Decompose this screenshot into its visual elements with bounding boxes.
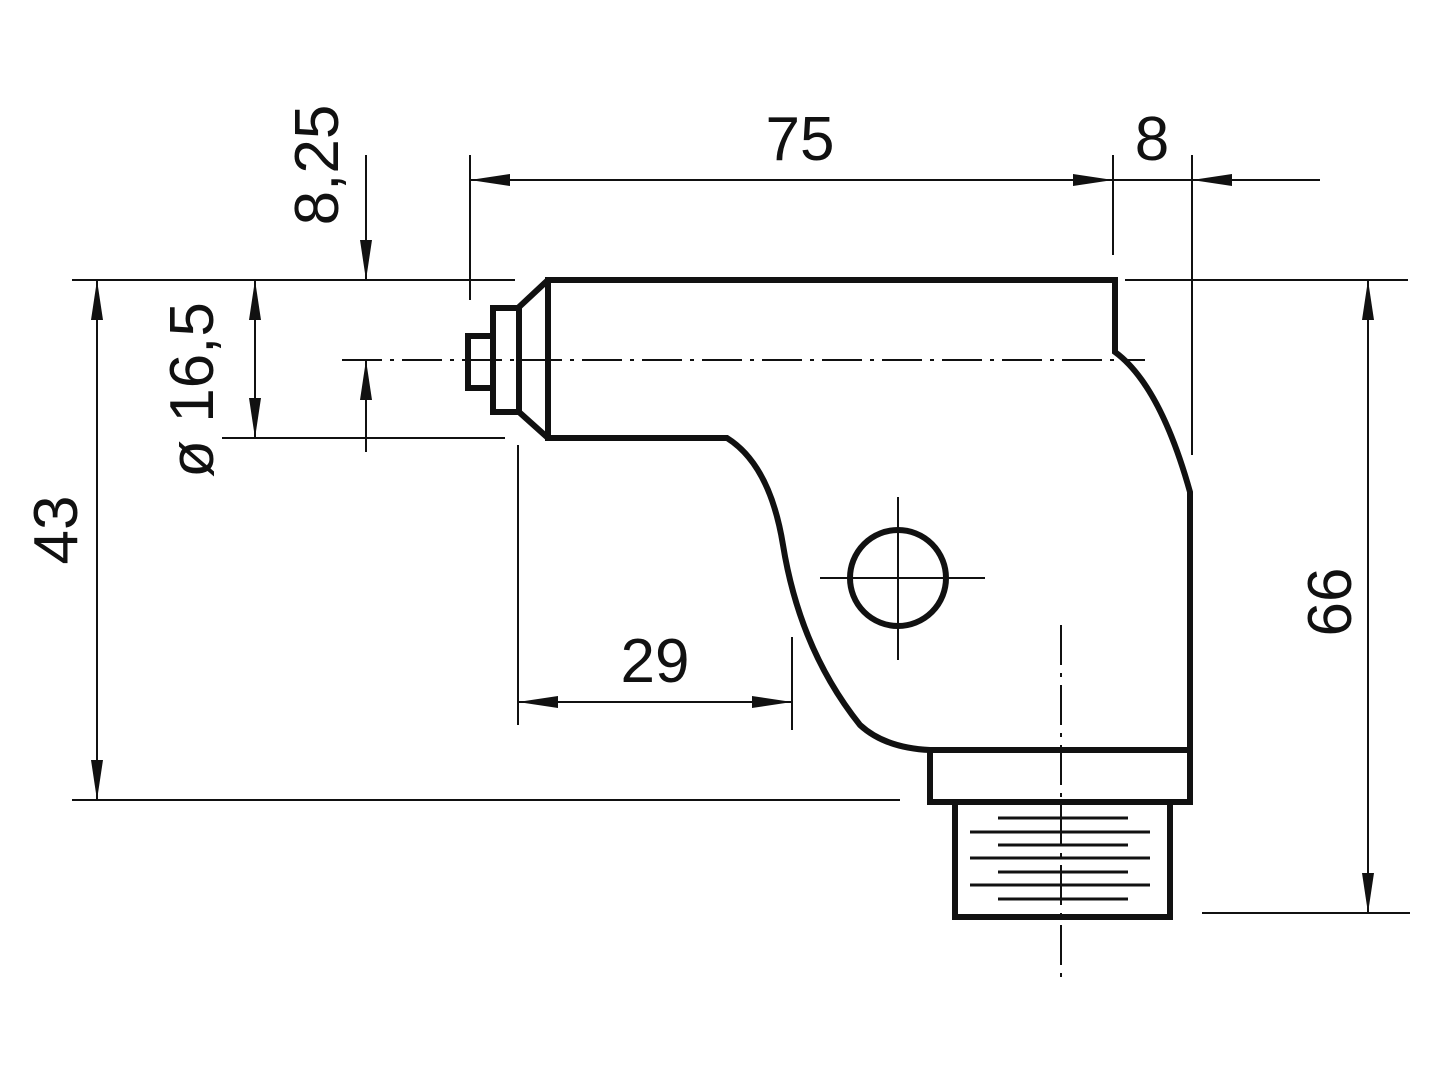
thread [952,799,1173,920]
center-lines [342,359,1145,980]
part-body [465,277,1193,920]
dim-label-43: 43 [22,496,91,565]
dim-label-29: 29 [621,627,690,696]
dimension-lines [91,155,1374,913]
dim-label-8-25: 8,25 [283,105,352,226]
extension-lines [72,155,1410,914]
dim-label-66: 66 [1296,568,1365,637]
connector-pin [465,333,496,391]
dim-label-8: 8 [1135,105,1169,174]
thread-lines [970,816,1150,901]
dim-label-75: 75 [766,105,835,174]
dim-label-diameter-16-5: ø 16,5 [158,302,227,478]
